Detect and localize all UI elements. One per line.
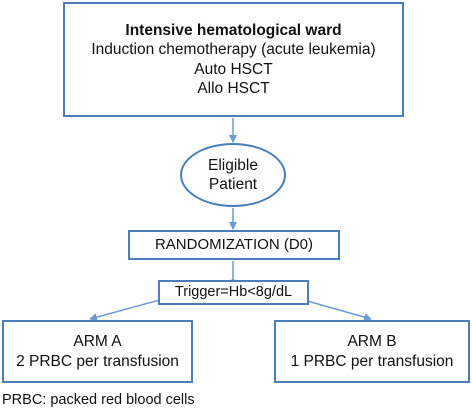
patient-line-2: Patient — [208, 176, 258, 193]
arm-a-description: 2 PRBC per transfusion — [16, 352, 179, 370]
trigger-box: Trigger=Hb<8g/dL — [158, 280, 309, 305]
arm-a-box: ARM A 2 PRBC per transfusion — [2, 320, 193, 383]
ward-line-allo-hsct: Allo HSCT — [197, 79, 270, 97]
ward-line-induction: Induction chemotherapy (acute leukemia) — [91, 41, 376, 59]
arm-b-description: 1 PRBC per transfusion — [290, 352, 454, 370]
patient-line-1: Eligible — [208, 156, 258, 174]
arm-b-title: ARM B — [347, 333, 397, 351]
trigger-label: Trigger=Hb<8g/dL — [174, 284, 293, 301]
footnote: PRBC: packed red blood cells — [2, 392, 195, 408]
ward-title: Intensive hematological ward — [125, 21, 342, 39]
ward-box: Intensive hematological ward Induction c… — [63, 2, 404, 117]
ward-line-auto-hsct: Auto HSCT — [194, 60, 273, 78]
arm-a-title: ARM A — [73, 333, 122, 351]
arm-b-box: ARM B 1 PRBC per transfusion — [274, 320, 470, 383]
randomization-label: RANDOMIZATION (D0) — [154, 235, 314, 253]
randomization-box: RANDOMIZATION (D0) — [128, 230, 340, 260]
eligible-patient-ellipse: Eligible Patient — [180, 143, 286, 207]
